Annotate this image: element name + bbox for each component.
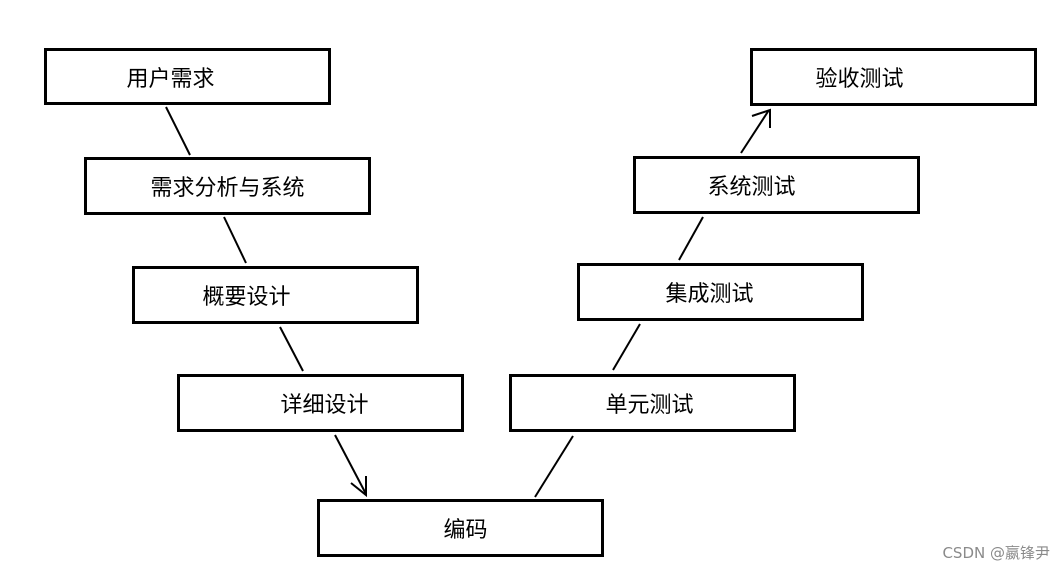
arrowhead-to-coding bbox=[350, 476, 367, 498]
node-unit-test: 单元测试 bbox=[509, 374, 796, 432]
edge-system-test-to-acceptance-test bbox=[740, 109, 770, 154]
node-requirements-analysis: 需求分析与系统 bbox=[84, 157, 371, 215]
node-user-requirements: 用户需求 bbox=[44, 48, 331, 105]
node-system-test-label: 系统测试 bbox=[707, 175, 796, 200]
node-coding: 编码 bbox=[317, 499, 604, 557]
node-coding-label: 编码 bbox=[443, 518, 488, 543]
node-user-requirements-label: 用户需求 bbox=[126, 66, 215, 92]
node-acceptance-test: 验收测试 bbox=[750, 48, 1037, 106]
node-integration-test-label: 集成测试 bbox=[665, 282, 754, 307]
edge-unit-test-to-integration-test bbox=[612, 323, 641, 371]
node-integration-test: 集成测试 bbox=[577, 263, 864, 321]
arrowhead-to-acceptance-test bbox=[751, 108, 771, 128]
edge-user-requirements-to-requirements-analysis bbox=[165, 106, 191, 156]
edge-high-level-design-to-detailed-design bbox=[279, 326, 304, 372]
watermark: CSDN @嬴锋尹 bbox=[942, 544, 1050, 562]
node-high-level-design: 概要设计 bbox=[132, 266, 419, 324]
node-unit-test-label: 单元测试 bbox=[605, 393, 694, 418]
node-acceptance-test-label: 验收测试 bbox=[815, 67, 904, 92]
node-requirements-analysis-label: 需求分析与系统 bbox=[150, 176, 305, 201]
node-system-test: 系统测试 bbox=[633, 156, 920, 214]
edge-integration-test-to-system-test bbox=[678, 216, 704, 261]
edge-coding-to-unit-test bbox=[534, 435, 574, 498]
edge-detailed-design-to-coding bbox=[334, 434, 367, 495]
node-high-level-design-label: 概要设计 bbox=[202, 285, 291, 310]
node-detailed-design: 详细设计 bbox=[177, 374, 464, 432]
node-detailed-design-label: 详细设计 bbox=[280, 393, 369, 418]
edge-requirements-analysis-to-high-level-design bbox=[223, 216, 247, 264]
